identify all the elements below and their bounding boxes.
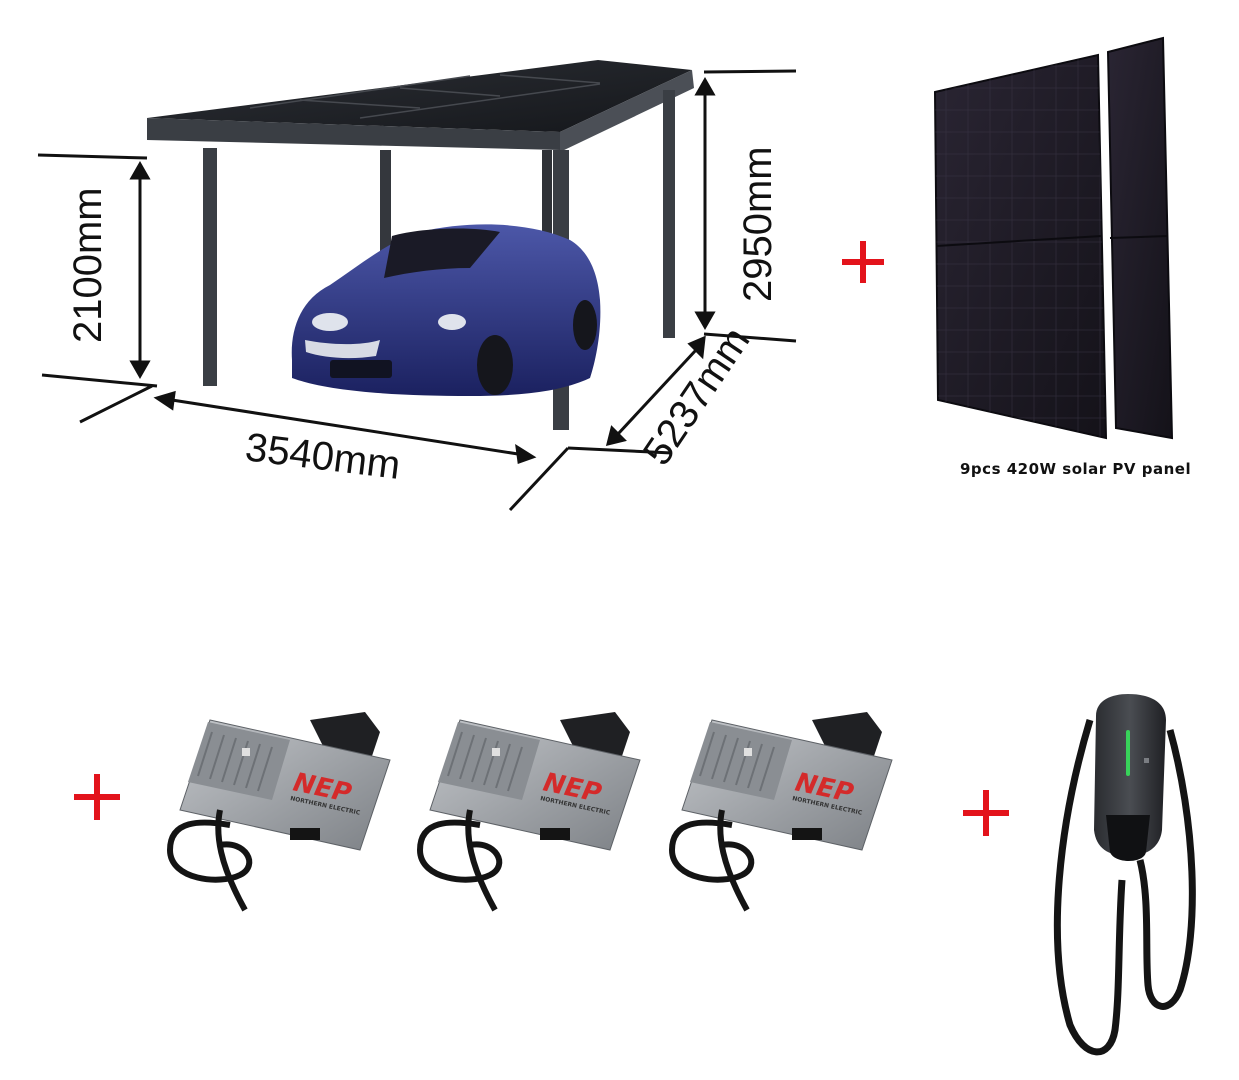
- dim-label-width: 3540mm: [243, 425, 403, 488]
- dim-label-height-front: 2100mm: [66, 187, 110, 343]
- micro-inverter: NEP NORTHERN ELECTRIC: [166, 712, 391, 912]
- dimension-lines: [37, 69, 797, 512]
- plus-icon: [963, 790, 1009, 836]
- car: [291, 224, 601, 396]
- solar-panel-image: [933, 36, 1174, 440]
- solar-panel-back: [1106, 36, 1174, 440]
- plus-icon: [74, 774, 120, 820]
- carport-post: [663, 90, 675, 338]
- dim-label-height-back: 2950mm: [736, 146, 780, 302]
- carport-post: [203, 148, 217, 386]
- carport-front-beam: [147, 118, 560, 150]
- dimension-arrows: [129, 76, 716, 465]
- micro-inverter: NEP NORTHERN ELECTRIC: [416, 712, 641, 912]
- ev-charger-plug: [1106, 815, 1150, 861]
- plus-icon: [842, 241, 884, 283]
- solar-panel-caption: 9pcs 420W solar PV panel: [960, 460, 1191, 478]
- micro-inverter: NEP NORTHERN ELECTRIC: [668, 712, 893, 912]
- ev-charger: [1053, 694, 1196, 1056]
- carport: [147, 60, 694, 430]
- ev-charger-led: [1126, 730, 1130, 776]
- carport-roof: [147, 60, 692, 132]
- carport-post: [380, 150, 391, 260]
- carport-side-beam: [560, 70, 694, 152]
